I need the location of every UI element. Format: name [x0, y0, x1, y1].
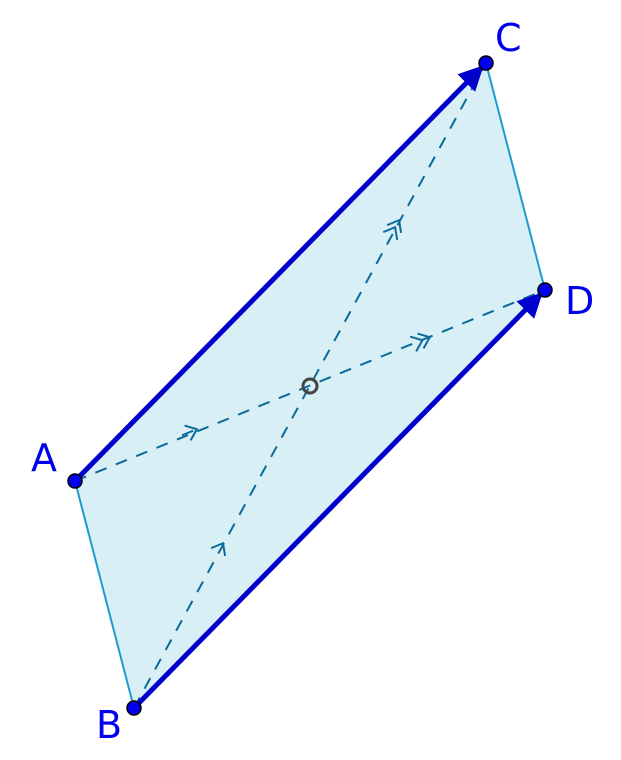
label-b: B	[96, 703, 122, 747]
point-b[interactable]	[126, 700, 142, 716]
point-a[interactable]	[67, 473, 83, 489]
point-c[interactable]	[478, 55, 494, 71]
chevron-icon	[382, 218, 403, 241]
center-point	[301, 377, 319, 395]
chevron-icon	[210, 541, 227, 557]
vector-a-c	[73, 65, 484, 483]
vector-b-d	[132, 292, 543, 710]
diagonal-a-d	[74, 289, 546, 482]
point-d[interactable]	[537, 282, 553, 298]
direction-marks	[181, 218, 432, 557]
label-a: A	[31, 436, 57, 480]
label-d: D	[565, 279, 594, 323]
chevron-icon	[409, 332, 432, 352]
label-c: C	[495, 16, 522, 60]
chevron-icon	[181, 424, 199, 441]
